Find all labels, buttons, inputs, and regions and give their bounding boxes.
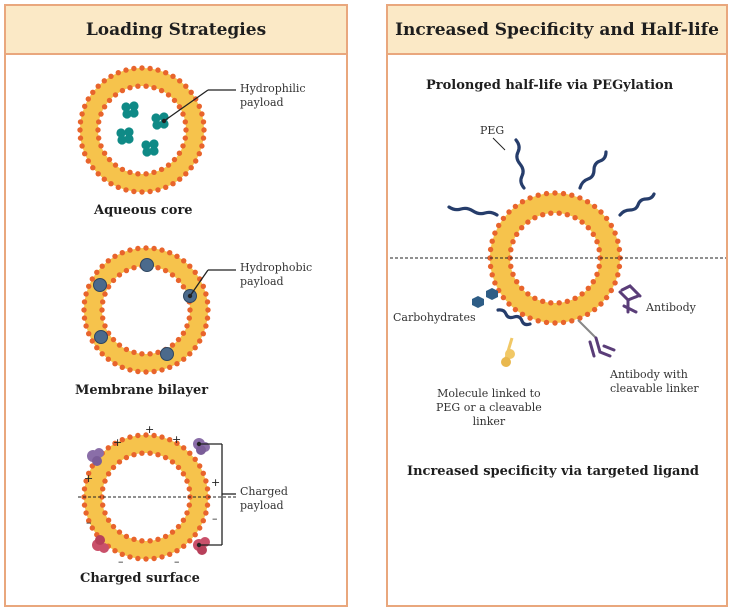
svg-text:+: + xyxy=(113,436,122,449)
svg-text:+: + xyxy=(84,472,93,485)
hydrophilic-payload-label: Hydrophilic payload xyxy=(240,82,306,109)
antibody-label: Antibody xyxy=(646,301,696,314)
charge-signs: + + + + + – – – – xyxy=(84,423,220,568)
charged-payload-icon xyxy=(87,438,210,555)
svg-text:–: – xyxy=(174,555,180,568)
svg-text:–: – xyxy=(212,512,218,525)
hydrophilic-payload-icon xyxy=(116,101,169,157)
specificity-half-life-panel: Increased Specificity and Half-life xyxy=(386,4,728,607)
antibody-cleavable-label: Antibody with cleavable linker xyxy=(610,368,699,395)
membrane-bilayer-caption: Membrane bilayer xyxy=(75,383,209,398)
aqueous-core-caption: Aqueous core xyxy=(94,203,193,218)
hydrophobic-payload-icon xyxy=(93,258,197,361)
liposome-aqueous-core xyxy=(77,65,207,195)
svg-text:+: + xyxy=(145,423,154,436)
peg-chains xyxy=(447,138,656,327)
increased-specificity-heading: Increased specificity via targeted ligan… xyxy=(407,464,700,479)
hydrophilic-leader-line xyxy=(163,89,209,122)
svg-text:–: – xyxy=(118,555,124,568)
carbohydrates-icon xyxy=(472,288,498,308)
svg-text:+: + xyxy=(172,433,181,446)
prolonged-half-life-heading: Prolonged half-life via PEGylation xyxy=(426,78,674,93)
carbohydrates-label: Carbohydrates xyxy=(393,311,476,324)
charged-payload-label: Charged payload xyxy=(240,485,288,512)
svg-text:+: + xyxy=(211,476,220,489)
peg-label: PEG xyxy=(480,124,505,137)
loading-strategies-title: Loading Strategies xyxy=(6,6,346,55)
hydrophobic-payload-label: Hydrophobic payload xyxy=(240,261,313,288)
antibody-cleavable-icon xyxy=(588,336,616,358)
cleavable-linker-line xyxy=(577,319,597,339)
molecule-linked-label: Molecule linked to PEG or a cleavable li… xyxy=(436,387,542,428)
charged-surface-caption: Charged surface xyxy=(80,571,200,586)
peg-leader-line xyxy=(492,137,506,151)
hydrophobic-leader-line xyxy=(189,269,209,297)
specificity-half-life-title: Increased Specificity and Half-life xyxy=(388,6,726,55)
antibody-icon xyxy=(618,284,642,314)
linked-molecule-icon xyxy=(501,337,515,367)
svg-text:–: – xyxy=(86,516,92,529)
loading-strategies-panel: Loading Strategies xyxy=(4,4,348,607)
